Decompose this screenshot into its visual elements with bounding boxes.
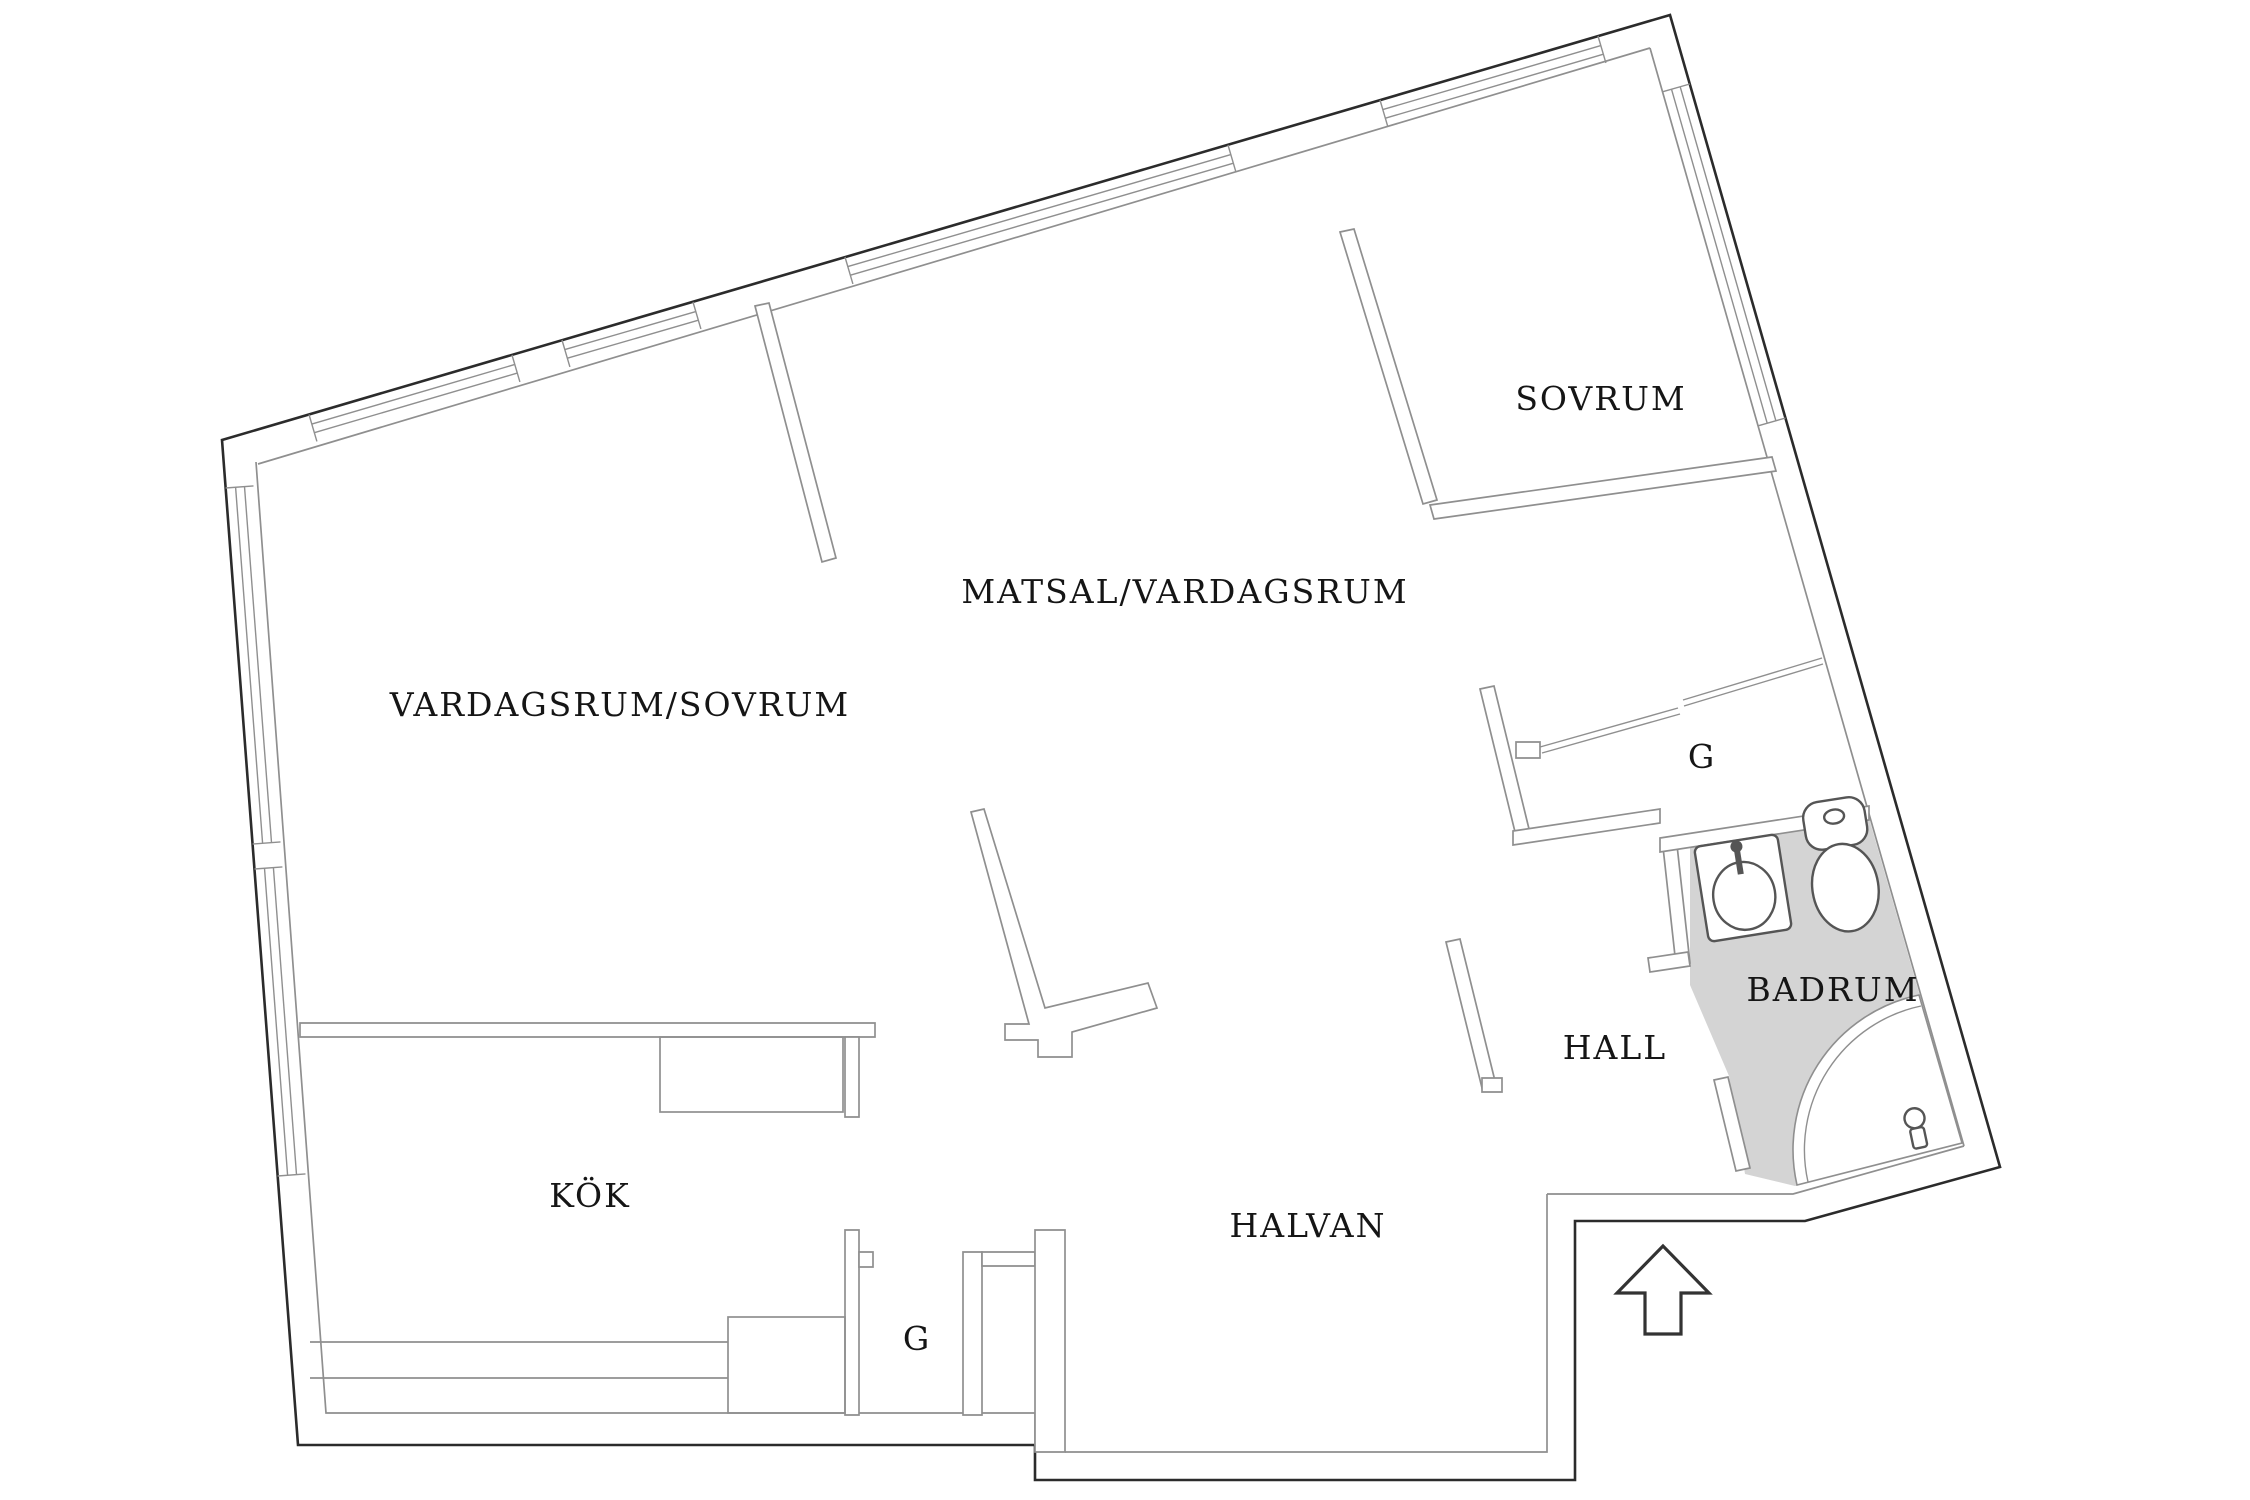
wall-vardagsrum-matsal (753, 301, 838, 564)
window-top-3 (844, 144, 1237, 285)
window-top-2 (561, 301, 702, 368)
room-label-badrum: BADRUM (1747, 970, 1920, 1009)
window-left-1 (225, 485, 281, 845)
wall-kitchen-closet (844, 1229, 860, 1416)
wall-bathroom-left-stub (1647, 951, 1691, 973)
inner-wall-top (257, 47, 1651, 465)
wall-bathroom-left-lower (1712, 1075, 1752, 1173)
wall-kitchen-top-stub (844, 1036, 860, 1118)
wall-closet-right (962, 1251, 983, 1416)
wall-central-pillar (969, 807, 1159, 1058)
inner-wall-halvan-right-bottom (1065, 1194, 1548, 1453)
room-label-matsal-vardagsrum: MATSAL/VARDAGSRUM (961, 572, 1408, 611)
inner-wall-bathroom-bottom (1547, 1145, 1965, 1195)
window-top-1 (308, 354, 521, 442)
room-label-hall: HALL (1563, 1028, 1667, 1067)
inner-wall-kitchen-bottom-left (255, 461, 1035, 1414)
wall-hall-left-upper-stub (1515, 741, 1541, 759)
wall-matsal-sovrum (1338, 228, 1439, 506)
wall-kitchen-closet-notch (858, 1251, 874, 1268)
wall-hall-left-lower-stub (1481, 1077, 1503, 1093)
wall-halvan-left (1034, 1229, 1066, 1453)
room-label-kok: KÖK (549, 1175, 630, 1215)
shower-mixer-icon (1903, 1107, 1929, 1150)
wall-closet-g-bottom (1512, 808, 1661, 846)
entrance-arrow-icon (1613, 1243, 1713, 1336)
window-right-1 (1662, 83, 1786, 427)
wardrobe-sliding-doors (1539, 657, 1824, 754)
room-label-halvan: HALVAN (1230, 1206, 1387, 1245)
wall-hall-left-lower (1444, 937, 1498, 1090)
inner-wall-right (1649, 47, 1965, 1147)
window-left-2 (254, 866, 306, 1177)
outer-wall-outline (220, 13, 2002, 1482)
wall-bathroom-left-upper (1661, 835, 1691, 966)
room-label-sovrum: SOVRUM (1515, 379, 1686, 418)
wall-closet-cap (981, 1251, 1036, 1267)
window-top-4 (1379, 35, 1607, 128)
room-label-garderob-kok: G (903, 1319, 931, 1358)
wall-kitchen-top (299, 1022, 876, 1038)
corner-shower-inner-arc (1803, 1005, 1922, 1183)
room-label-garderob-hall: G (1688, 737, 1716, 776)
wall-hall-left-upper (1478, 684, 1532, 838)
kitchen-counter (310, 1341, 728, 1379)
sink-icon (1693, 833, 1793, 943)
toilet-icon (1801, 796, 1880, 933)
kitchen-wardrobe-box (659, 1036, 844, 1113)
wall-sovrum-bottom (1428, 456, 1778, 520)
room-label-vardagsrum-sovrum: VARDAGSRUM/SOVRUM (389, 685, 850, 724)
kitchen-appliance-box (727, 1316, 846, 1414)
